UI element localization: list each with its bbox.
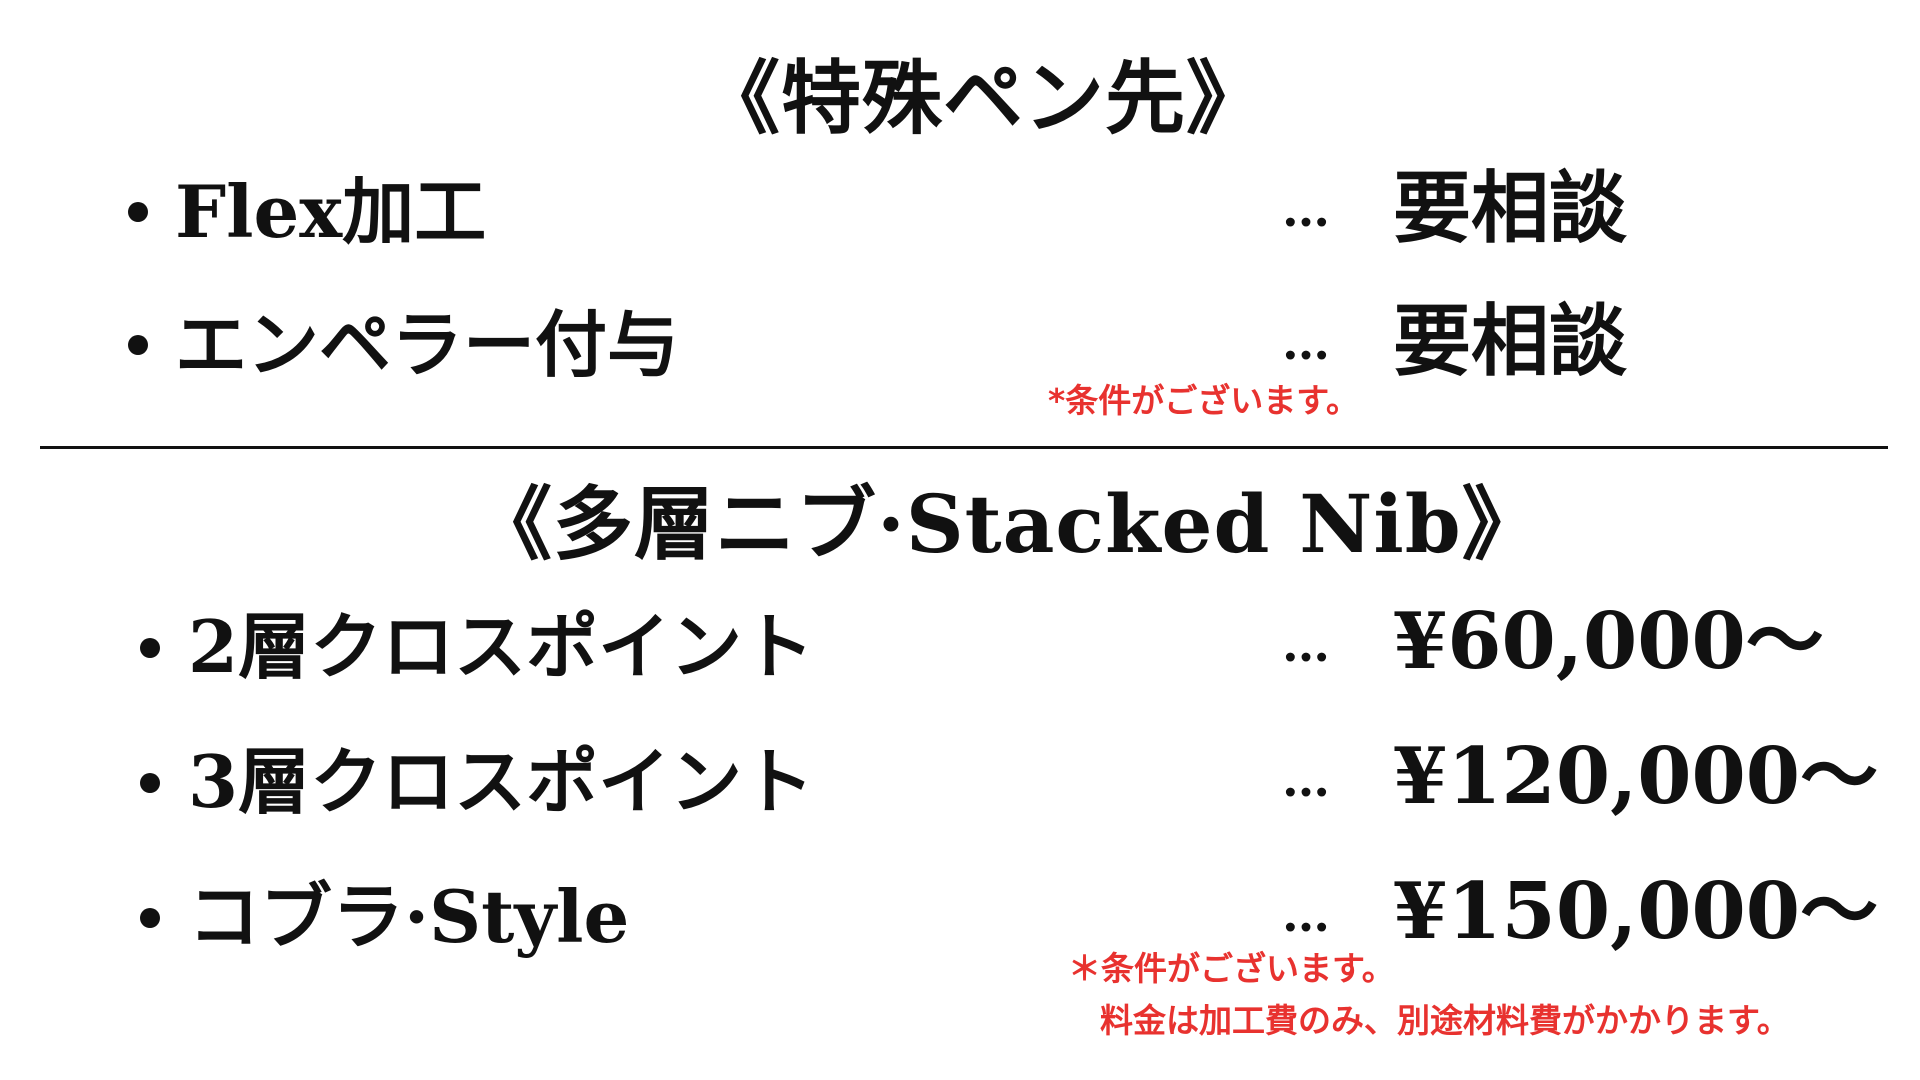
material-fee-note: 料金は加工費のみ、別途材料費がかかります。	[1100, 1001, 1790, 1040]
bullet-icon	[128, 202, 148, 222]
bullet-icon	[128, 335, 148, 355]
section-title-special-nibs: 《特殊ペン先》	[700, 51, 1267, 145]
condition-note: *条件がございます。	[1048, 381, 1359, 420]
leader-ellipsis: …	[1282, 617, 1330, 673]
item-price: ¥60,000〜	[1393, 596, 1824, 687]
list-item: エンペラー付与 … 要相談	[0, 295, 1920, 395]
leader-ellipsis: …	[1282, 752, 1330, 808]
list-item: Flex加工 … 要相談	[0, 160, 1920, 260]
item-name: 3層クロスポイント	[188, 739, 815, 824]
leader-ellipsis: …	[1282, 887, 1330, 943]
item-price: ¥120,000〜	[1393, 731, 1879, 822]
section-title-stacked-nib: 《多層ニブ·Stacked Nib》	[472, 477, 1543, 571]
item-name: Flex加工	[175, 169, 487, 254]
section-divider	[40, 446, 1888, 449]
leader-ellipsis: …	[1282, 182, 1330, 238]
list-item: 3層クロスポイント … ¥120,000〜	[0, 730, 1920, 830]
condition-note: ＊条件がございます。	[1068, 949, 1395, 988]
bullet-icon	[140, 638, 160, 658]
bullet-icon	[140, 908, 160, 928]
item-price: ¥150,000〜	[1393, 866, 1879, 957]
list-item: 2層クロスポイント … ¥60,000〜	[0, 595, 1920, 695]
item-price: 要相談	[1393, 163, 1628, 254]
list-item: コブラ·Style … ¥150,000〜	[0, 865, 1920, 965]
item-name: 2層クロスポイント	[188, 604, 815, 689]
item-price: 要相談	[1393, 296, 1628, 387]
leader-ellipsis: …	[1282, 315, 1330, 371]
item-name: コブラ·Style	[188, 874, 630, 959]
bullet-icon	[140, 773, 160, 793]
item-name: エンペラー付与	[175, 302, 680, 387]
